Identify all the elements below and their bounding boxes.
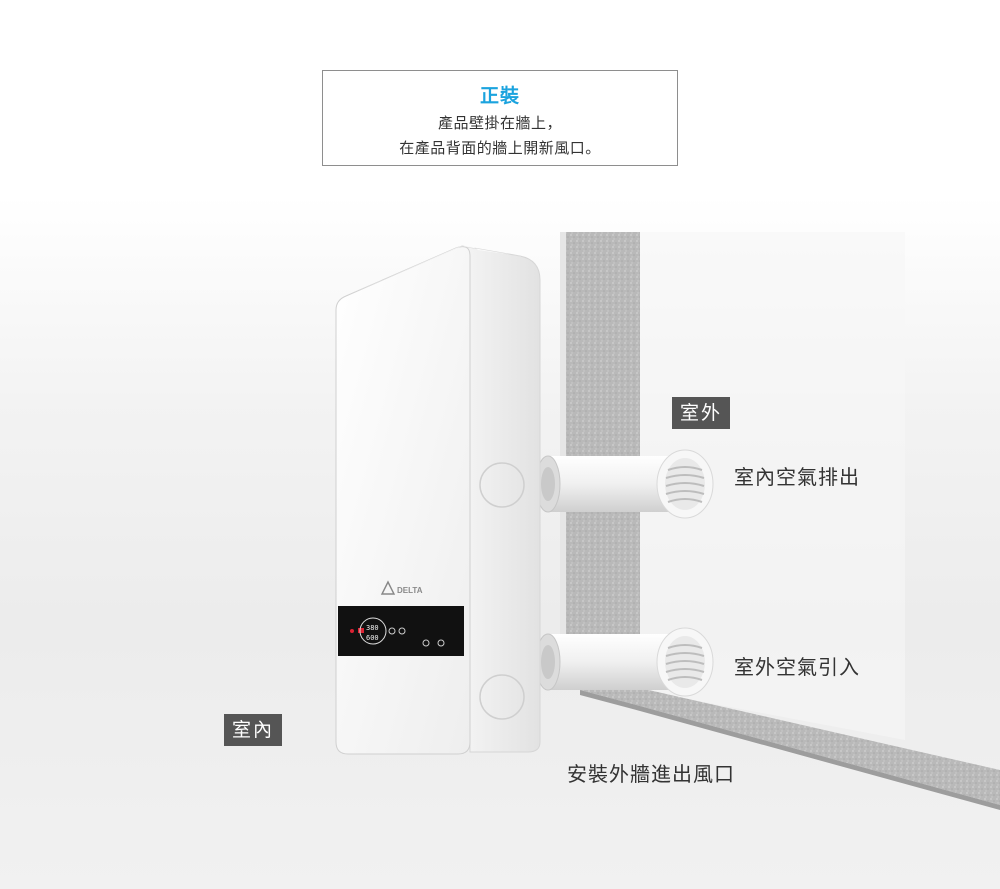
delta-logo-icon (380, 580, 396, 595)
callout-line-1: 產品壁掛在牆上， (437, 114, 562, 132)
power-icon (358, 628, 364, 633)
display-top-value: 380 (366, 624, 379, 632)
install-label: 安裝外牆進出風口 (567, 762, 735, 786)
intake-label: 室外空氣引入 (734, 655, 860, 679)
outdoor-tag: 室外 (672, 397, 731, 429)
settings-icon[interactable] (437, 639, 445, 647)
control-panel (338, 606, 464, 656)
brand-logo-text: DELTA (397, 586, 423, 595)
intake-pipe (535, 627, 714, 697)
display-bottom-value: 600 (366, 634, 379, 642)
mode-icon[interactable] (388, 627, 396, 635)
callout-title: 正裝 (479, 85, 520, 107)
wall-section (560, 232, 1000, 810)
timer-icon[interactable] (422, 639, 430, 647)
display-ring (359, 617, 387, 645)
fan-icon[interactable] (398, 627, 406, 635)
callout-line-2: 在產品背面的牆上開新風口。 (399, 139, 601, 157)
exhaust-label: 室內空氣排出 (734, 465, 860, 489)
wifi-icon (350, 629, 354, 633)
install-callout: 正裝 產品壁掛在牆上， 在產品背面的牆上開新風口。 (322, 70, 678, 166)
exhaust-pipe (535, 449, 714, 519)
indoor-tag: 室內 (224, 714, 283, 746)
port-ring-top (479, 462, 525, 508)
ventilator-device: DELTA 380 600 (335, 245, 541, 755)
port-ring-bottom (479, 674, 525, 720)
